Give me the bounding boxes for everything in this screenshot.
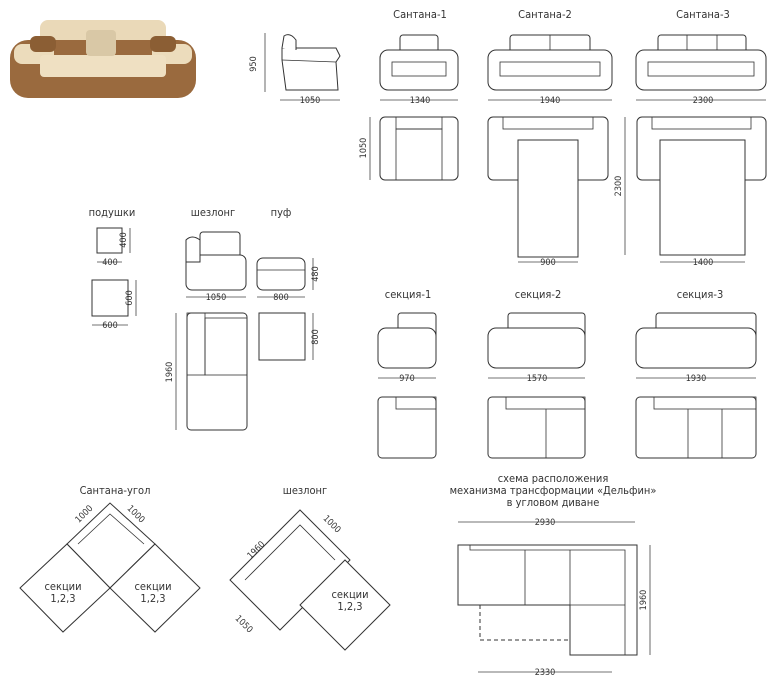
pouf-width: 800 — [273, 293, 288, 303]
scheme-caption-2: механизма трансформации «Дельфин» — [450, 484, 657, 497]
santana-1-width: 1340 — [410, 96, 431, 106]
scheme-height: 1960 — [639, 590, 649, 611]
corner-sections-label-right: секции — [134, 580, 171, 593]
chaise-corner-sections-label: секции — [331, 588, 368, 601]
pouf-height: 480 — [311, 266, 321, 281]
santana-3-width: 2300 — [693, 96, 714, 106]
section-3-width: 1930 — [686, 374, 707, 384]
scheme-top-width: 2930 — [535, 518, 556, 528]
side-depth-label: 1050 — [300, 96, 321, 106]
santana-1-title: Сантана-1 — [393, 8, 447, 21]
santana-top-views — [369, 116, 767, 263]
corner-sections-numbers-left: 1,2,3 — [50, 592, 75, 605]
pillows — [91, 227, 137, 326]
chaise-and-pouf — [175, 231, 314, 431]
section-views — [377, 312, 757, 459]
santana-3-title: Сантана-3 — [676, 8, 730, 21]
sofa-photo — [10, 20, 196, 98]
chaise-width: 1050 — [206, 293, 227, 303]
santana-2-bed-width: 900 — [540, 258, 555, 268]
chaise-corner-sofa — [229, 509, 391, 651]
chaise-title: шезлонг — [191, 206, 235, 219]
pouf-depth: 800 — [311, 329, 321, 344]
pillow-small-height: 400 — [119, 232, 129, 247]
pillow-large-width: 600 — [102, 321, 117, 331]
section-2-width: 1570 — [527, 374, 548, 384]
santana-2-title: Сантана-2 — [518, 8, 572, 21]
chaise-length: 1960 — [165, 362, 175, 383]
corner-sections-label-left: секции — [44, 580, 81, 593]
section-3-title: секция-3 — [677, 288, 724, 301]
side-height-label: 950 — [249, 56, 259, 71]
pillow-large-height: 600 — [125, 290, 135, 305]
dolphin-mechanism-scheme — [457, 521, 651, 673]
pillow-small-width: 400 — [102, 258, 117, 268]
corner-sofa — [19, 502, 201, 633]
chaise-corner-title: шезлонг — [283, 484, 327, 497]
chaise-corner-sections-numbers: 1,2,3 — [337, 600, 362, 613]
corner-sections-numbers-right: 1,2,3 — [140, 592, 165, 605]
scheme-bottom-width: 2330 — [535, 668, 556, 678]
santana-3-bed-length: 2300 — [614, 176, 624, 197]
corner-title: Сантана-угол — [80, 484, 151, 497]
chaise-corner-dim-depth: 1050 — [233, 614, 255, 636]
pouf-title: пуф — [271, 206, 292, 219]
scheme-caption-1: схема расположения — [498, 472, 609, 485]
scheme-caption-3: в угловом диване — [507, 496, 600, 509]
santana-3-bed-width: 1400 — [693, 258, 714, 268]
section-1-title: секция-1 — [385, 288, 432, 301]
section-1-width: 970 — [399, 374, 414, 384]
santana-2-width: 1940 — [540, 96, 561, 106]
section-2-title: секция-2 — [515, 288, 562, 301]
top-depth-label: 1050 — [359, 138, 369, 159]
side-view — [264, 33, 341, 101]
chaise-corner-dim-short: 1000 — [321, 514, 343, 536]
pillows-title: подушки — [89, 206, 136, 219]
santana-front-views — [379, 34, 767, 101]
